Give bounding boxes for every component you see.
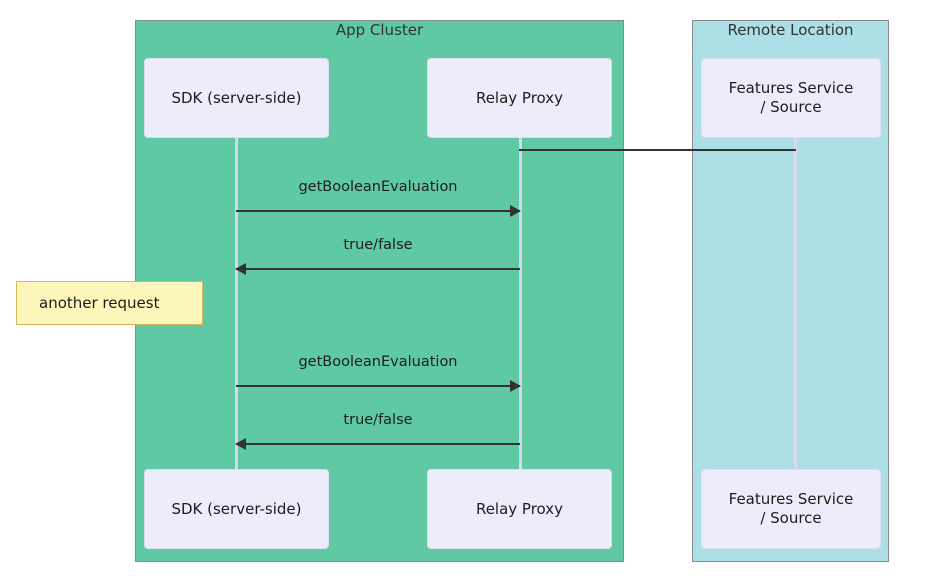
message-line bbox=[236, 443, 520, 445]
message-line bbox=[236, 385, 520, 387]
participant-features-top-label-line1: Features Service bbox=[728, 79, 854, 97]
link-relay-to-features bbox=[519, 149, 796, 151]
message-label: true/false bbox=[343, 412, 413, 428]
lifeline-features bbox=[794, 135, 797, 470]
arrow-head-right-icon bbox=[510, 205, 521, 217]
participant-features-bottom[interactable]: Features Service / Source bbox=[701, 469, 881, 549]
participant-sdk-top-label: SDK (server-side) bbox=[171, 88, 302, 107]
lifeline-relay bbox=[519, 135, 522, 470]
message-line bbox=[236, 210, 520, 212]
message-get-boolean-evaluation-1: getBooleanEvaluation bbox=[236, 178, 521, 217]
participant-features-bottom-label-line2: / Source bbox=[760, 509, 822, 527]
participant-relay-top[interactable]: Relay Proxy bbox=[427, 58, 612, 138]
participant-relay-bottom[interactable]: Relay Proxy bbox=[427, 469, 612, 549]
lifeline-sdk bbox=[235, 135, 238, 470]
arrow-head-right-icon bbox=[510, 380, 521, 392]
message-label: getBooleanEvaluation bbox=[298, 354, 458, 370]
message-get-boolean-evaluation-2: getBooleanEvaluation bbox=[236, 353, 521, 392]
arrow-head-left-icon bbox=[235, 263, 246, 275]
participant-sdk-bottom[interactable]: SDK (server-side) bbox=[144, 469, 329, 549]
group-app-cluster-label: App Cluster bbox=[335, 21, 424, 39]
message-line bbox=[236, 268, 520, 270]
participant-sdk-top[interactable]: SDK (server-side) bbox=[144, 58, 329, 138]
note-another-request-text: another request bbox=[39, 294, 160, 312]
participant-features-top[interactable]: Features Service / Source bbox=[701, 58, 881, 138]
message-label: true/false bbox=[343, 237, 413, 253]
participant-features-bottom-label: Features Service / Source bbox=[729, 490, 854, 528]
participant-relay-top-label: Relay Proxy bbox=[475, 88, 564, 107]
group-remote-location-label: Remote Location bbox=[727, 21, 854, 39]
arrow-head-left-icon bbox=[235, 438, 246, 450]
participant-relay-bottom-label: Relay Proxy bbox=[475, 499, 564, 518]
participant-features-top-label-line2: / Source bbox=[760, 98, 822, 116]
participant-features-bottom-label-line1: Features Service bbox=[728, 490, 854, 508]
note-another-request: another request bbox=[16, 281, 203, 325]
message-true-false-1: true/false bbox=[235, 236, 520, 275]
message-true-false-2: true/false bbox=[235, 411, 520, 450]
participant-sdk-bottom-label: SDK (server-side) bbox=[171, 499, 302, 518]
participant-features-top-label: Features Service / Source bbox=[729, 79, 854, 117]
message-label: getBooleanEvaluation bbox=[298, 179, 458, 195]
